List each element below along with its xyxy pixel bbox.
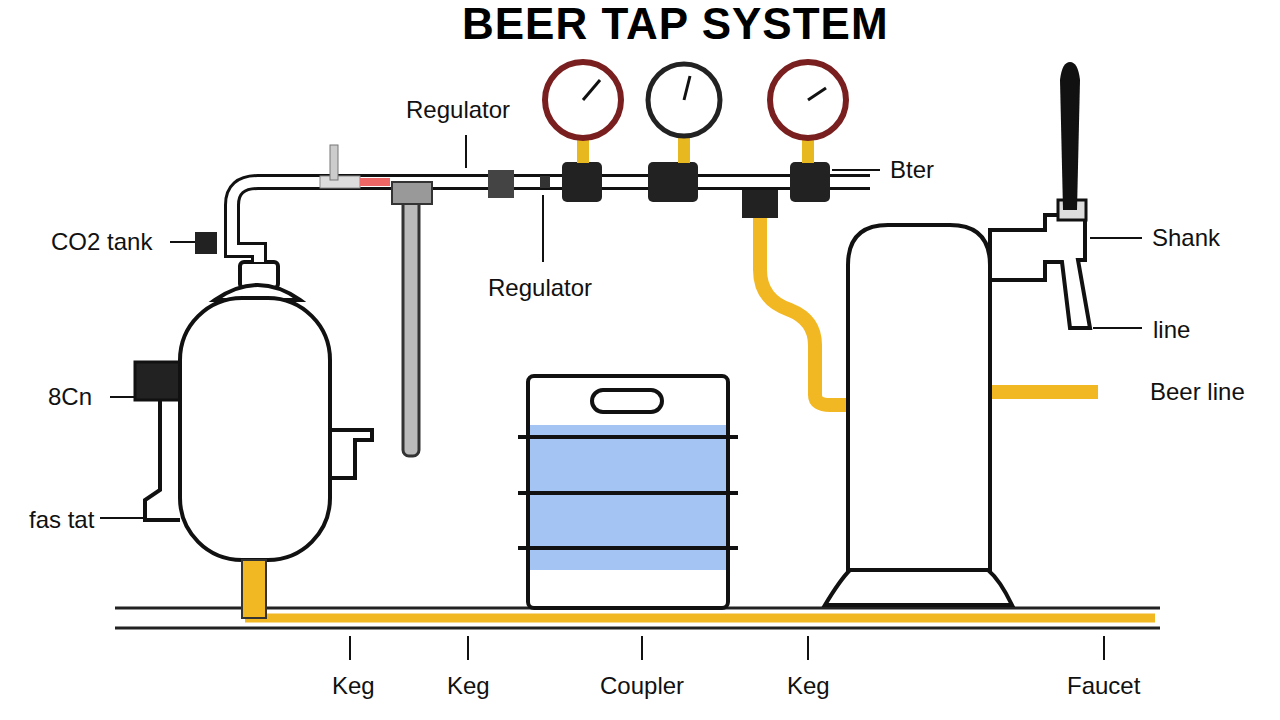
pipe-valve xyxy=(330,145,338,180)
pipe-mark xyxy=(360,178,390,186)
leader-line xyxy=(542,195,544,262)
keg-handle xyxy=(592,390,662,412)
bottom-label: Faucet xyxy=(1067,673,1140,699)
part-label: fas tat xyxy=(29,507,94,533)
leader-line xyxy=(100,517,145,519)
tank-outlet xyxy=(242,560,266,618)
leader-line xyxy=(1093,327,1142,329)
part-label: Bter xyxy=(890,157,934,183)
leader-ticks xyxy=(350,636,1104,660)
fitting xyxy=(488,170,514,198)
regulator-body xyxy=(392,182,432,204)
tank-stand xyxy=(145,400,180,520)
leader-line xyxy=(832,169,880,171)
tank-fitting xyxy=(195,232,217,254)
pressure-gauges xyxy=(545,62,846,163)
part-label: line xyxy=(1153,317,1190,343)
bottom-label: Coupler xyxy=(600,673,684,699)
part-label: Beer line xyxy=(1150,379,1245,405)
part-label: Regulator xyxy=(488,275,592,301)
tank-side-box xyxy=(135,362,183,400)
tap-tower xyxy=(848,225,990,600)
faucet-spout xyxy=(990,215,1090,328)
gas-pipe xyxy=(232,182,870,262)
floor-line xyxy=(115,627,1160,630)
keg-band xyxy=(518,435,738,439)
bottom-label: Keg xyxy=(332,673,375,699)
diagram-title: BEER TAP SYSTEM xyxy=(462,2,889,46)
bottom-label: Keg xyxy=(787,673,830,699)
gauge-fitting xyxy=(562,162,602,202)
tap-handle xyxy=(1060,62,1080,210)
gas-line xyxy=(245,614,1155,623)
leader-line xyxy=(170,241,195,243)
coupler-fitting xyxy=(742,190,778,218)
regulator-rod xyxy=(403,188,419,456)
part-label: CO2 tank xyxy=(51,229,152,255)
co2-tank xyxy=(180,298,330,560)
part-label: Regulator xyxy=(406,97,510,123)
leader-line xyxy=(110,396,135,398)
gauge-fitting xyxy=(790,162,830,202)
leader-line xyxy=(465,135,467,168)
leader-line xyxy=(1090,237,1142,239)
fitting xyxy=(540,176,550,188)
keg-band xyxy=(518,546,738,550)
part-label: 8Cn xyxy=(48,384,92,410)
gauge-fitting xyxy=(648,162,698,202)
tank-bracket xyxy=(330,430,372,478)
tower-base xyxy=(825,570,1012,605)
part-label: Shank xyxy=(1152,225,1220,251)
keg-band xyxy=(518,491,738,495)
gas-pipe xyxy=(232,182,870,262)
bottom-label: Keg xyxy=(447,673,490,699)
pipe-sleeve xyxy=(320,176,360,188)
